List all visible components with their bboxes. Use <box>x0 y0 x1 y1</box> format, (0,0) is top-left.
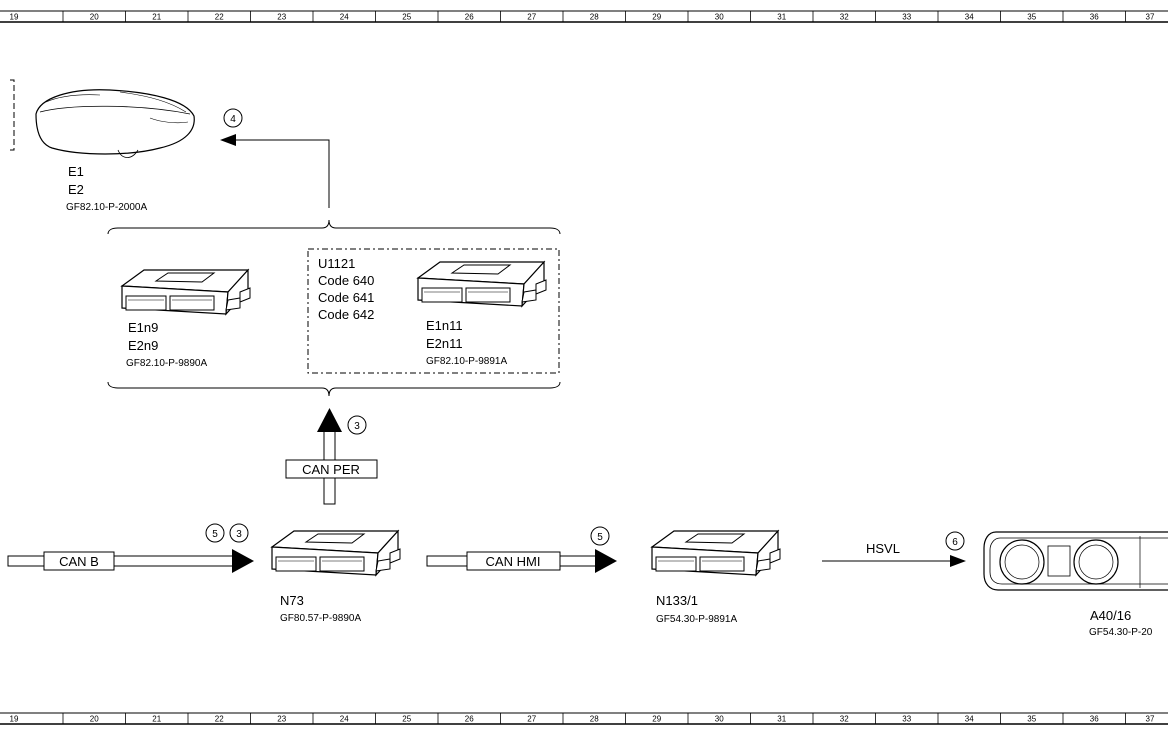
option-box <box>307 248 560 374</box>
brace-top <box>107 219 561 235</box>
can-per-label-box <box>285 459 378 479</box>
ruler-number: 34 <box>965 13 974 22</box>
option-line-2: Code 640 <box>318 273 374 288</box>
ruler-number: 26 <box>465 13 474 22</box>
ruler-number: 29 <box>652 715 661 724</box>
ruler-number: 33 <box>902 13 911 22</box>
ruler-number: 27 <box>527 13 536 22</box>
ecu-e1n11-icon <box>417 261 547 307</box>
headlamp-arrow-head <box>220 134 236 146</box>
can-hmi-label: CAN HMI <box>486 554 541 569</box>
instrument-cluster-icon <box>983 531 1168 591</box>
can-b-bus <box>7 555 235 567</box>
circle-marker-4-label: 4 <box>230 114 236 125</box>
ruler-number: 20 <box>90 13 99 22</box>
circle-marker-6-label: 6 <box>952 537 958 548</box>
e1n9-label-2: E2n9 <box>128 338 158 353</box>
circle-marker-3-can-per <box>347 415 367 435</box>
ruler-number: 29 <box>652 13 661 22</box>
ruler-number: 35 <box>1027 715 1036 724</box>
ruler-number: 28 <box>590 13 599 22</box>
ruler-number: 19 <box>10 13 19 22</box>
ruler-bottom: 19 20 21 22 23 24 25 26 27 28 29 30 31 32 33 34 35 36 37 <box>0 712 1168 725</box>
hsvl-arrow-head <box>950 555 966 567</box>
circle-marker-3-can-per-label: 3 <box>354 421 360 432</box>
brace-bottom <box>107 381 561 397</box>
ruler-number: 36 <box>1090 13 1099 22</box>
circle-marker-6 <box>945 531 965 551</box>
can-hmi-label-box <box>466 551 561 571</box>
can-b-label-box <box>43 551 115 571</box>
ruler-top: 19 20 21 22 23 24 25 26 27 28 29 30 31 32 33 34 35 36 37 <box>0 10 1168 23</box>
option-line-1: U1121 <box>318 256 355 271</box>
e1n9-ref: GF82.10-P-9890A <box>126 358 207 369</box>
headlamp-e1-e2 <box>10 79 195 158</box>
ruler-number: 36 <box>1090 715 1099 724</box>
ruler-number: 25 <box>402 715 411 724</box>
ruler-number: 27 <box>527 715 536 724</box>
ruler-number: 22 <box>215 715 224 724</box>
n133-label: N133/1 <box>656 593 698 608</box>
circle-marker-5-can-b <box>205 523 225 543</box>
e1n11-label-2: E2n11 <box>426 336 463 351</box>
e1n9-label-1: E1n9 <box>128 320 158 335</box>
hsvl-label: HSVL <box>866 541 900 556</box>
circle-marker-3-can-b-label: 3 <box>236 529 242 540</box>
ruler-number: 20 <box>90 715 99 724</box>
option-line-3: Code 641 <box>318 290 374 305</box>
can-hmi-arrow-head <box>595 549 617 573</box>
ruler-number: 31 <box>777 13 786 22</box>
ruler-number: 24 <box>340 13 349 22</box>
e1n11-label-1: E1n11 <box>426 318 463 333</box>
n133-ref: GF54.30-P-9891A <box>656 614 737 625</box>
ruler-number: 37 <box>1146 715 1155 724</box>
ruler-number: 32 <box>840 13 849 22</box>
ruler-number: 37 <box>1146 13 1155 22</box>
e1n11-ref: GF82.10-P-9891A <box>426 356 507 367</box>
n73-ref: GF80.57-P-9890A <box>280 613 361 624</box>
ruler-number: 33 <box>902 715 911 724</box>
ruler-number: 19 <box>10 715 19 724</box>
ruler-number: 24 <box>340 715 349 724</box>
ruler-number: 23 <box>277 13 286 22</box>
ruler-number: 30 <box>715 13 724 22</box>
headlamp-label-1: E1 <box>68 164 84 179</box>
ruler-number: 30 <box>715 715 724 724</box>
headlamp-ref: GF82.10-P-2000A <box>66 202 147 213</box>
ruler-number: 21 <box>152 13 161 22</box>
can-per-label: CAN PER <box>302 462 360 477</box>
circle-marker-5-can-hmi <box>590 526 610 546</box>
can-b-arrow-head <box>232 549 254 573</box>
ruler-number: 31 <box>777 715 786 724</box>
can-per-arrow-head <box>317 408 342 432</box>
ruler-number: 34 <box>965 715 974 724</box>
ruler-number: 28 <box>590 715 599 724</box>
ecu-n133-icon <box>651 530 781 576</box>
ruler-number: 25 <box>402 13 411 22</box>
headlamp-connection-line <box>236 139 330 208</box>
option-line-4: Code 642 <box>318 307 374 322</box>
circle-marker-5-can-b-label: 5 <box>212 529 218 540</box>
ecu-e1n9-icon <box>121 269 251 315</box>
cluster-label: A40/16 <box>1090 608 1131 623</box>
ecu-n73-icon <box>271 530 401 576</box>
circle-marker-4 <box>223 108 243 128</box>
headlamp-label-2: E2 <box>68 182 84 197</box>
ruler-number: 21 <box>152 715 161 724</box>
ruler-number: 23 <box>277 715 286 724</box>
ruler-number: 35 <box>1027 13 1036 22</box>
ruler-number: 32 <box>840 715 849 724</box>
circle-marker-3-can-b <box>229 523 249 543</box>
ruler-number: 22 <box>215 13 224 22</box>
cluster-ref: GF54.30-P-20 <box>1089 627 1153 638</box>
can-b-label: CAN B <box>59 554 99 569</box>
n73-label: N73 <box>280 593 304 608</box>
circle-marker-5-can-hmi-label: 5 <box>597 532 603 543</box>
ruler-number: 26 <box>465 715 474 724</box>
